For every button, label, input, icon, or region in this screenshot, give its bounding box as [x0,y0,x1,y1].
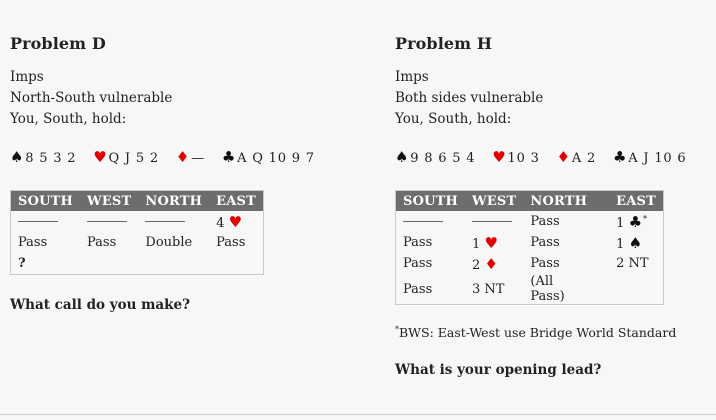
bid-cell: Pass [403,256,433,271]
auction-row: ? [11,253,264,275]
problem-h-vulnerability: Both sides vulnerable [395,90,544,106]
dash-cell [465,211,523,232]
spade-icon: ♠ [395,148,410,166]
bid-cell: Pass [18,235,48,250]
hearts-holding: ♥Q J 5 2 [93,148,159,166]
clubs-cards: A J 10 6 [628,151,687,166]
clubs-cards: A Q 10 9 7 [237,151,315,166]
bid-cell: Pass [530,235,560,250]
problem-h-prompt: You, South, hold: [395,111,512,127]
clubs-holding: ♣A J 10 6 [613,148,687,166]
problem-d-title: Problem D [10,34,106,53]
spades-holding: ♠9 8 6 5 4 [395,148,476,166]
footnote-text: BWS: East-West use Bridge World Standard [399,325,677,341]
problem-d-panel: Problem D Imps North-South vulnerable Yo… [10,34,370,313]
bid-cell: (All Pass) [530,274,565,304]
diamonds-holding: ♦A 2 [556,148,597,166]
problem-h-title: Problem H [395,34,493,53]
auction-row: Pass 3 NT (All Pass) [396,274,664,305]
header-north: NORTH [523,190,595,211]
problem-h-scoring: Imps [395,69,429,85]
heart-icon: ♥ [492,148,507,166]
bid-cell: 2 ♦ [465,253,523,274]
auction-row: Pass Pass Double Pass [11,232,264,253]
auction-row: Pass 2 ♦ Pass 2 NT [396,253,664,274]
heart-icon: ♥ [484,233,498,252]
bid-cell: 3 NT [472,281,505,297]
bid-cell: Pass [403,235,433,250]
spades-cards: 8 5 3 2 [25,151,77,166]
problem-d-prompt: You, South, hold: [10,111,127,127]
bid-level: 2 [472,257,481,273]
auction-row: Pass 1 ♥ Pass 1 ♠ [396,232,664,253]
club-icon: ♣ [613,148,628,166]
footnote-marker: * [643,214,648,224]
auction-header-row: SOUTH WEST NORTH EAST [10,190,264,211]
spade-icon: ♠ [10,148,25,166]
header-south: SOUTH [395,190,466,211]
heart-icon: ♥ [93,148,108,166]
header-west: WEST [465,190,524,211]
diamonds-cards: A 2 [571,151,597,166]
bid-cell: Pass [216,235,246,250]
diamond-icon: ♦ [175,148,191,166]
bid-cell: Pass [530,214,560,229]
bid-level: 4 [216,215,225,231]
footnote-marker: * [395,325,399,334]
hearts-cards: Q J 5 2 [108,151,159,166]
hearts-cards: 10 3 [507,151,540,166]
spade-icon: ♠ [628,233,643,252]
diamonds-holding: ♦— [175,148,205,166]
bid-level: 1 [472,236,481,252]
diamonds-cards: — [191,151,205,166]
dash-cell [396,211,466,232]
problem-h-hand: ♠9 8 6 5 4 ♥10 3 ♦A 2 ♣A J 10 6 [395,148,705,168]
diamond-icon: ♦ [484,254,498,273]
hearts-holding: ♥10 3 [492,148,540,166]
bid-cell: 1 ♠ [594,232,663,253]
header-east: EAST [209,190,264,211]
club-icon: ♣ [221,148,237,166]
spades-cards: 9 8 6 5 4 [410,151,476,166]
auction-row: 4 ♥ [11,211,264,232]
dash-cell [138,211,209,232]
header-west: WEST [80,190,139,211]
bid-level: 1 [616,236,625,252]
header-south: SOUTH [10,190,81,211]
bid-level: 1 [616,215,625,231]
question-mark-cell: ? [18,256,26,271]
dash-cell [11,211,81,232]
auction-header-row: SOUTH WEST NORTH EAST [395,190,664,211]
header-east: EAST [594,190,664,211]
bid-cell: Pass [403,281,433,297]
problem-d-hand: ♠8 5 3 2 ♥Q J 5 2 ♦— ♣A Q 10 9 7 [10,148,370,168]
header-north: NORTH [138,190,210,211]
problem-h-question: What is your opening lead? [395,362,602,379]
bid-cell: 1 ♥ [465,232,523,253]
problem-d-question: What call do you make? [10,297,190,313]
problem-d-vulnerability: North-South vulnerable [10,90,173,106]
problem-h-footnote: *BWS: East-West use Bridge World Standar… [395,325,705,340]
problem-d-auction-table: SOUTH WEST NORTH EAST 4 ♥ Pass Pass Doub… [10,190,264,275]
heart-icon: ♥ [228,212,243,231]
problem-h-auction-table: SOUTH WEST NORTH EAST Pass 1 ♣* Pass 1 ♥… [395,190,664,305]
clubs-holding: ♣A Q 10 9 7 [221,148,315,166]
bid-cell: Pass [87,235,117,250]
bid-cell: Pass [530,256,560,271]
bid-cell: 2 NT [616,256,649,271]
club-icon: ♣ [628,212,643,231]
bottom-divider [0,414,716,415]
bid-cell: 4 ♥ [209,211,263,232]
bid-cell: Double [145,235,193,250]
problem-h-panel: Problem H Imps Both sides vulnerable You… [395,34,705,378]
problem-d-scoring: Imps [10,69,44,85]
dash-cell [80,211,138,232]
auction-row: Pass 1 ♣* [396,211,664,232]
spades-holding: ♠8 5 3 2 [10,148,77,166]
bid-cell: 1 ♣* [594,211,663,232]
diamond-icon: ♦ [556,148,571,166]
